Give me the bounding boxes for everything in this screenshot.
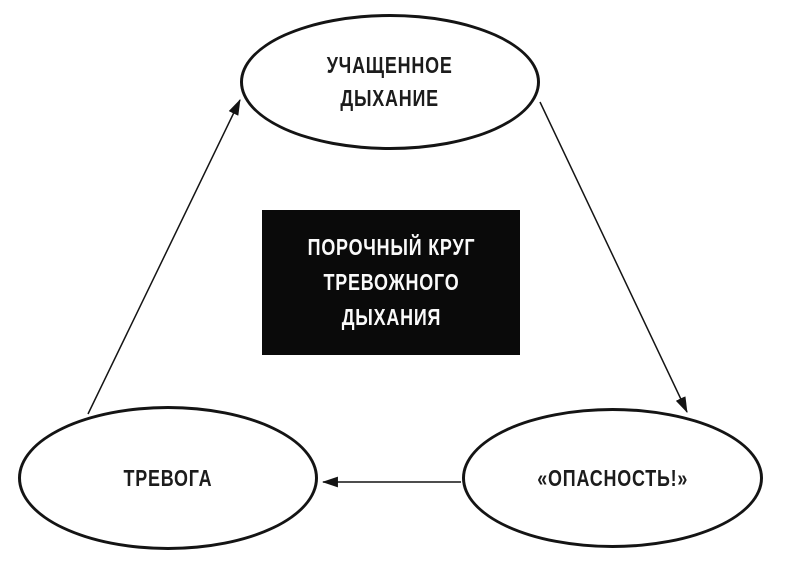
node-anxiety: ТРЕВОГА [18, 406, 318, 550]
center-title-line-3: ДЫХАНИЯ [341, 304, 441, 330]
node-rapid-breathing-line-2: ДЫХАНИЕ [340, 85, 440, 111]
center-title-label: ПОРОЧНЫЙ КРУГ ТРЕВОЖНОГО ДЫХАНИЯ [307, 230, 475, 335]
arrow-anxiety-to-breathing [87, 99, 241, 415]
node-rapid-breathing: УЧАЩЕННОЕ ДЫХАНИЕ [240, 14, 540, 150]
node-danger: «ОПАСНОСТЬ!» [462, 408, 763, 548]
arrow-breathing-to-danger [539, 101, 688, 413]
node-rapid-breathing-label: УЧАЩЕННОЕ ДЫХАНИЕ [327, 49, 453, 115]
node-rapid-breathing-line-1: УЧАЩЕННОЕ [327, 52, 453, 78]
center-title-box: ПОРОЧНЫЙ КРУГ ТРЕВОЖНОГО ДЫХАНИЯ [262, 210, 520, 355]
node-anxiety-label: ТРЕВОГА [123, 464, 213, 491]
node-danger-label: «ОПАСНОСТЬ!» [537, 464, 688, 491]
center-title-line-2: ТРЕВОЖНОГО [323, 269, 459, 295]
center-title-line-1: ПОРОЧНЫЙ КРУГ [307, 234, 475, 260]
